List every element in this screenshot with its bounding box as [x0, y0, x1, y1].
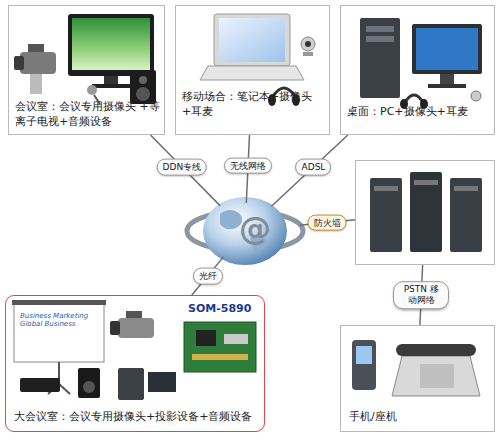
- tower-bay: [366, 36, 394, 42]
- endpoint-box: 移动场合：笔记本+摄像头+耳麦: [175, 5, 330, 135]
- server-box: [355, 160, 495, 265]
- camera-body: [20, 52, 56, 74]
- webcam-lens: [305, 41, 311, 47]
- server-tower: [370, 178, 402, 252]
- server-tower: [410, 172, 442, 252]
- laptop-lid: [214, 14, 290, 66]
- node-text: 大会议室：会议专用摄像头+投影设备+音频设备: [14, 410, 260, 425]
- camera-top: [28, 44, 44, 52]
- speaker-woofer: [83, 381, 95, 393]
- video-camera: [14, 44, 56, 94]
- speaker-woofer: [136, 87, 150, 101]
- pc-tower: [360, 18, 400, 98]
- phones: [352, 340, 480, 396]
- tower-body: [360, 18, 400, 98]
- webcam-base: [303, 52, 313, 56]
- pc-monitor: [148, 372, 176, 392]
- conference-camera: [110, 311, 154, 338]
- tv-stand: [104, 76, 118, 84]
- link-label: 光纤: [193, 268, 223, 285]
- board-pcb: [184, 322, 256, 372]
- node-text: SOM-5890: [188, 302, 264, 317]
- network-link: [150, 135, 220, 206]
- endpoint-box: 手机/座机: [340, 325, 495, 432]
- projector: [20, 378, 60, 392]
- screen-leg: [59, 384, 70, 394]
- link-label: ADSL: [296, 159, 332, 176]
- link-label: 防火墙: [308, 214, 347, 231]
- endpoint-box: 桌面：PC+摄像头+耳麦: [340, 5, 495, 135]
- speaker-box: [130, 70, 156, 104]
- node-text: 移动场合：笔记本+摄像头+耳麦: [182, 90, 325, 120]
- monitor-frame: [412, 24, 482, 74]
- speaker: [130, 70, 156, 104]
- server-bay: [454, 186, 478, 191]
- servers: [370, 172, 482, 252]
- tv-set: [68, 14, 154, 88]
- screen-roller: [12, 300, 106, 305]
- monitor-screen: [416, 28, 478, 70]
- screen-surface: [14, 304, 104, 362]
- network-link: [271, 135, 347, 206]
- node-text: 手机/座机: [349, 410, 488, 425]
- board-slot: [192, 354, 248, 360]
- camera-body: [118, 318, 154, 338]
- mobile-screen: [356, 346, 372, 364]
- av-devices: [20, 368, 176, 400]
- speaker-tweeter: [139, 76, 147, 84]
- desk-phone-keypad: [420, 364, 454, 388]
- tv-base: [92, 84, 130, 88]
- camera-stand: [30, 74, 42, 94]
- node-text: @: [239, 207, 279, 250]
- endpoint-box: 会议室：会议专用摄像头 +等离子电视+音频设备: [8, 5, 165, 135]
- screen-caption: Business Marketing Global Business: [20, 312, 98, 328]
- server-bay: [414, 180, 438, 185]
- board-chip: [196, 330, 216, 346]
- som-board: [184, 322, 256, 372]
- internet-hub: @: [189, 203, 301, 259]
- link-label: DDN专线: [157, 158, 208, 175]
- tv-screen: [72, 18, 150, 70]
- server-bay: [374, 186, 398, 191]
- camera-lens: [14, 56, 24, 70]
- monitor-stand: [440, 74, 454, 84]
- mobile-phone: [352, 340, 376, 390]
- laptop-base: [200, 66, 304, 80]
- webcam: [301, 37, 315, 56]
- camera-top: [126, 311, 142, 318]
- monitor: [412, 24, 482, 88]
- tower-bay: [366, 26, 394, 32]
- link-label: 无线网络: [224, 157, 272, 174]
- camera-lens: [110, 321, 120, 335]
- internet-globe: [187, 197, 303, 265]
- mic-head: [87, 85, 97, 95]
- node-text: 桌面：PC+摄像头+耳麦: [347, 105, 490, 120]
- desk-phone-handset: [396, 344, 476, 356]
- desk-phone-body: [392, 356, 480, 396]
- speaker-box: [78, 368, 100, 398]
- tv-frame: [68, 14, 154, 76]
- link-label: PSTN 移动网络: [393, 281, 449, 309]
- server-tower: [450, 178, 482, 252]
- globe-sphere: [203, 197, 287, 265]
- monitor-base: [428, 84, 466, 88]
- board-connector: [224, 334, 248, 344]
- node-text: 会议室：会议专用摄像头 +等离子电视+音频设备: [15, 100, 160, 130]
- laptop-screen: [219, 18, 285, 62]
- laptop: [200, 14, 304, 80]
- network-link: [192, 257, 224, 295]
- webcam-ball: [301, 37, 315, 51]
- desk-webcam: [471, 91, 481, 101]
- pc-tower: [118, 368, 144, 400]
